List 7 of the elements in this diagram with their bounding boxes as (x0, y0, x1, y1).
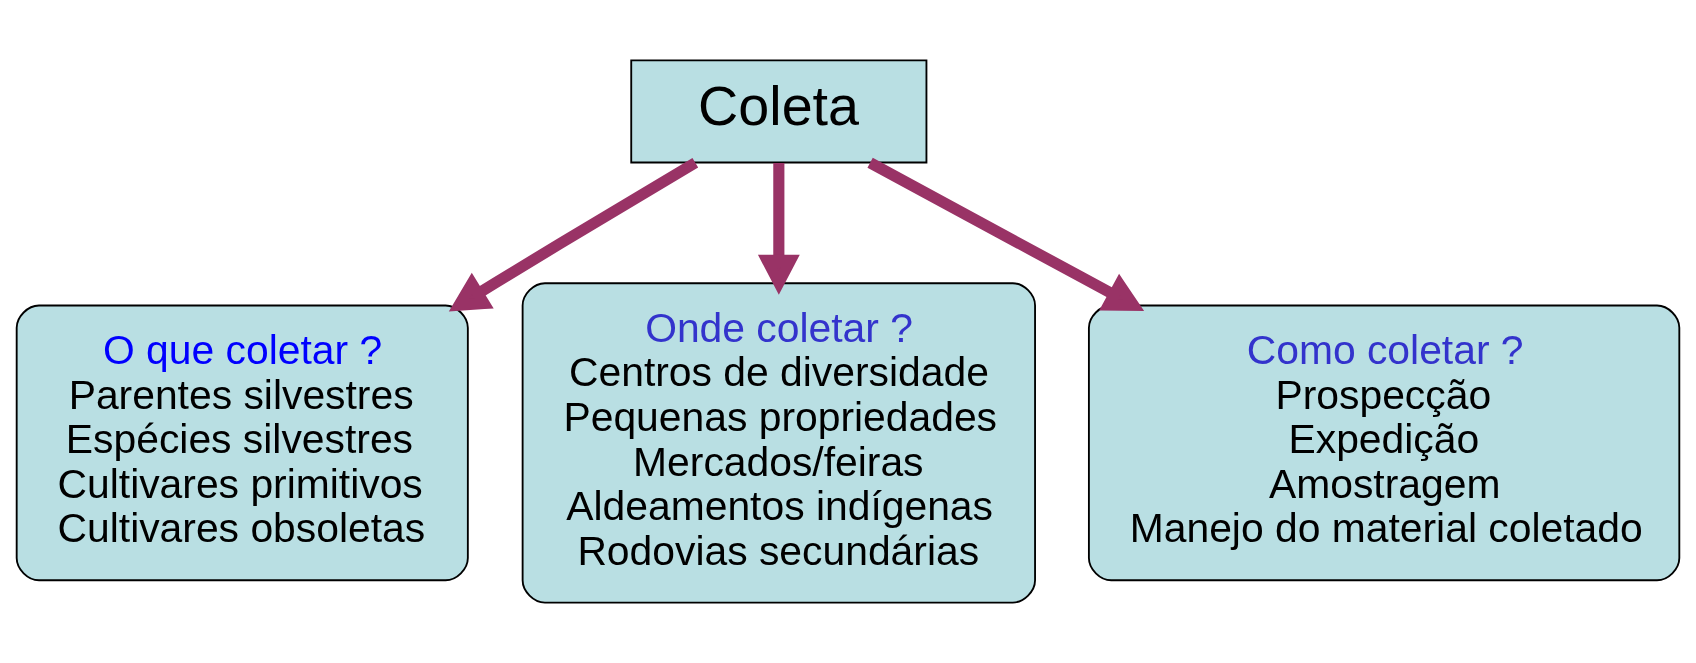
node-box: Onde coletar ? Centros de diversidade Pequenas propriedades Mercados/feiras Aldeamentos indígenas Rodovias secundárias (521, 282, 1036, 604)
arrow (757, 163, 800, 295)
arrow (867, 157, 1145, 312)
node-box: O que coletar ? Parentes silvestres Espécies silvestres Cultivares primitivos Cultivares obsoletas (15, 304, 469, 582)
node-box: Coleta (630, 59, 928, 164)
node-box: Como coletar ? Prospecção Expedição Amostragem Manejo do material coletado (1087, 304, 1681, 582)
arrow (448, 157, 699, 312)
